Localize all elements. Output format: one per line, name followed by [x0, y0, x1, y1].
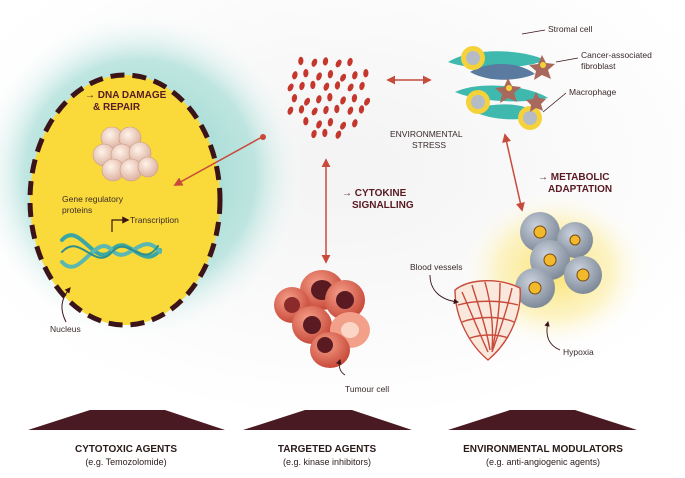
dna-helix-icon — [60, 233, 162, 269]
macrophage-label: Macrophage — [569, 87, 617, 97]
signal-dot — [352, 119, 358, 128]
category-targeted-title: TARGETED AGENTS — [278, 444, 377, 455]
category-cytotoxic-title: CYTOTOXIC AGENTS — [75, 444, 177, 455]
category-targeted: TARGETED AGENTS (e.g. kinase inhibitors) — [243, 410, 412, 467]
signal-dot — [335, 130, 342, 139]
arrow-dots-to-nucleus — [173, 136, 263, 186]
transcription-label: Transcription — [130, 215, 179, 225]
caf-label-2: fibroblast — [581, 61, 616, 71]
category-targeted-bar — [243, 410, 412, 430]
cytokine-label-2: SIGNALLING — [352, 200, 414, 211]
fibroblast-pointer — [555, 57, 579, 63]
signal-dot — [340, 121, 347, 130]
env-stress-label-1: ENVIRONMENTAL — [390, 129, 463, 139]
metabolic-label-1: → METABOLIC — [538, 172, 609, 183]
signal-dot — [287, 106, 294, 115]
category-environmental-bar — [448, 410, 637, 430]
cytokine-label-1: → CYTOKINE — [342, 188, 407, 199]
signal-dot — [298, 105, 305, 114]
signal-dot — [363, 69, 369, 78]
signal-dot — [311, 129, 317, 139]
stromal-cell-label: Stromal cell — [548, 24, 593, 34]
signal-dot — [335, 59, 342, 68]
hypoxic-cells-cluster — [515, 212, 602, 308]
signal-dot — [352, 71, 358, 80]
signal-dot — [287, 83, 294, 92]
dna-damage-label-2: & REPAIR — [93, 102, 141, 113]
metabolic-label-2: ADAPTATION — [548, 184, 612, 195]
env-stress-label-2: STRESS — [412, 140, 446, 150]
category-environmental-subtitle: (e.g. anti-angiogenic agents) — [486, 457, 600, 467]
nucleus-label: Nucleus — [50, 324, 81, 334]
signal-dot — [322, 128, 328, 138]
signal-dot — [358, 105, 365, 114]
signal-dot — [316, 95, 322, 104]
hypoxia-pointer — [544, 320, 561, 351]
signal-dots — [287, 56, 371, 139]
arrow-stroma-to-hypoxia — [502, 133, 525, 212]
transcription-arrow — [111, 216, 130, 232]
signal-dot — [347, 83, 354, 92]
gene-regulatory-proteins-icon — [92, 126, 159, 182]
tumour-cell-label: Tumour cell — [345, 384, 389, 394]
signal-dot — [364, 97, 371, 106]
hypoxia-label: Hypoxia — [563, 347, 594, 357]
signal-dot — [347, 57, 353, 67]
gene-regulatory-label-2: proteins — [62, 205, 92, 215]
signal-dot — [304, 97, 311, 106]
macrophage-pointer — [542, 92, 567, 113]
signal-dot — [298, 56, 304, 66]
signal-dot — [316, 120, 322, 129]
category-cytotoxic-bar — [28, 410, 225, 430]
gene-regulatory-label-1: Gene regulatory — [62, 194, 124, 204]
signal-dot — [311, 107, 318, 116]
stromal-cells-cluster — [448, 46, 555, 130]
signal-dot — [340, 96, 346, 105]
signal-dot — [299, 81, 305, 91]
blood-vessels-label: Blood vessels — [410, 262, 462, 272]
signal-dot — [303, 117, 309, 126]
signal-dot — [323, 82, 330, 91]
signal-dot — [334, 104, 340, 114]
signal-dot — [292, 71, 298, 80]
signal-dot — [311, 58, 318, 67]
dna-damage-label-1: → DNA DAMAGE — [85, 90, 167, 101]
signal-dot — [316, 72, 322, 81]
category-targeted-subtitle: (e.g. kinase inhibitors) — [283, 457, 371, 467]
signal-dot — [327, 70, 334, 79]
signal-dot — [340, 73, 347, 82]
signal-dot — [334, 81, 341, 90]
category-environmental-title: ENVIRONMENTAL MODULATORS — [463, 444, 623, 455]
signal-dot — [291, 94, 298, 103]
signal-dot — [323, 105, 329, 115]
category-cytotoxic: CYTOTOXIC AGENTS (e.g. Temozolomide) — [28, 410, 225, 467]
nucleus-pointer — [61, 287, 71, 323]
signal-dot — [351, 94, 358, 103]
caf-label-1: Cancer-associated — [581, 50, 652, 60]
stromal-pointer — [521, 29, 546, 35]
category-environmental: ENVIRONMENTAL MODULATORS (e.g. anti-angi… — [448, 410, 637, 467]
signal-dot — [359, 81, 365, 91]
signal-dot — [303, 69, 309, 78]
signal-dot — [310, 80, 316, 90]
signal-dot — [322, 57, 329, 66]
signal-dot — [327, 93, 333, 102]
arrow-origin-dot — [260, 134, 266, 140]
blood-vessels-icon — [454, 280, 521, 361]
signal-dot — [347, 106, 354, 115]
tumour-pointer — [336, 358, 346, 376]
signal-dot — [327, 118, 334, 127]
category-cytotoxic-subtitle: (e.g. Temozolomide) — [85, 457, 166, 467]
blood-vessels-pointer — [429, 274, 460, 305]
